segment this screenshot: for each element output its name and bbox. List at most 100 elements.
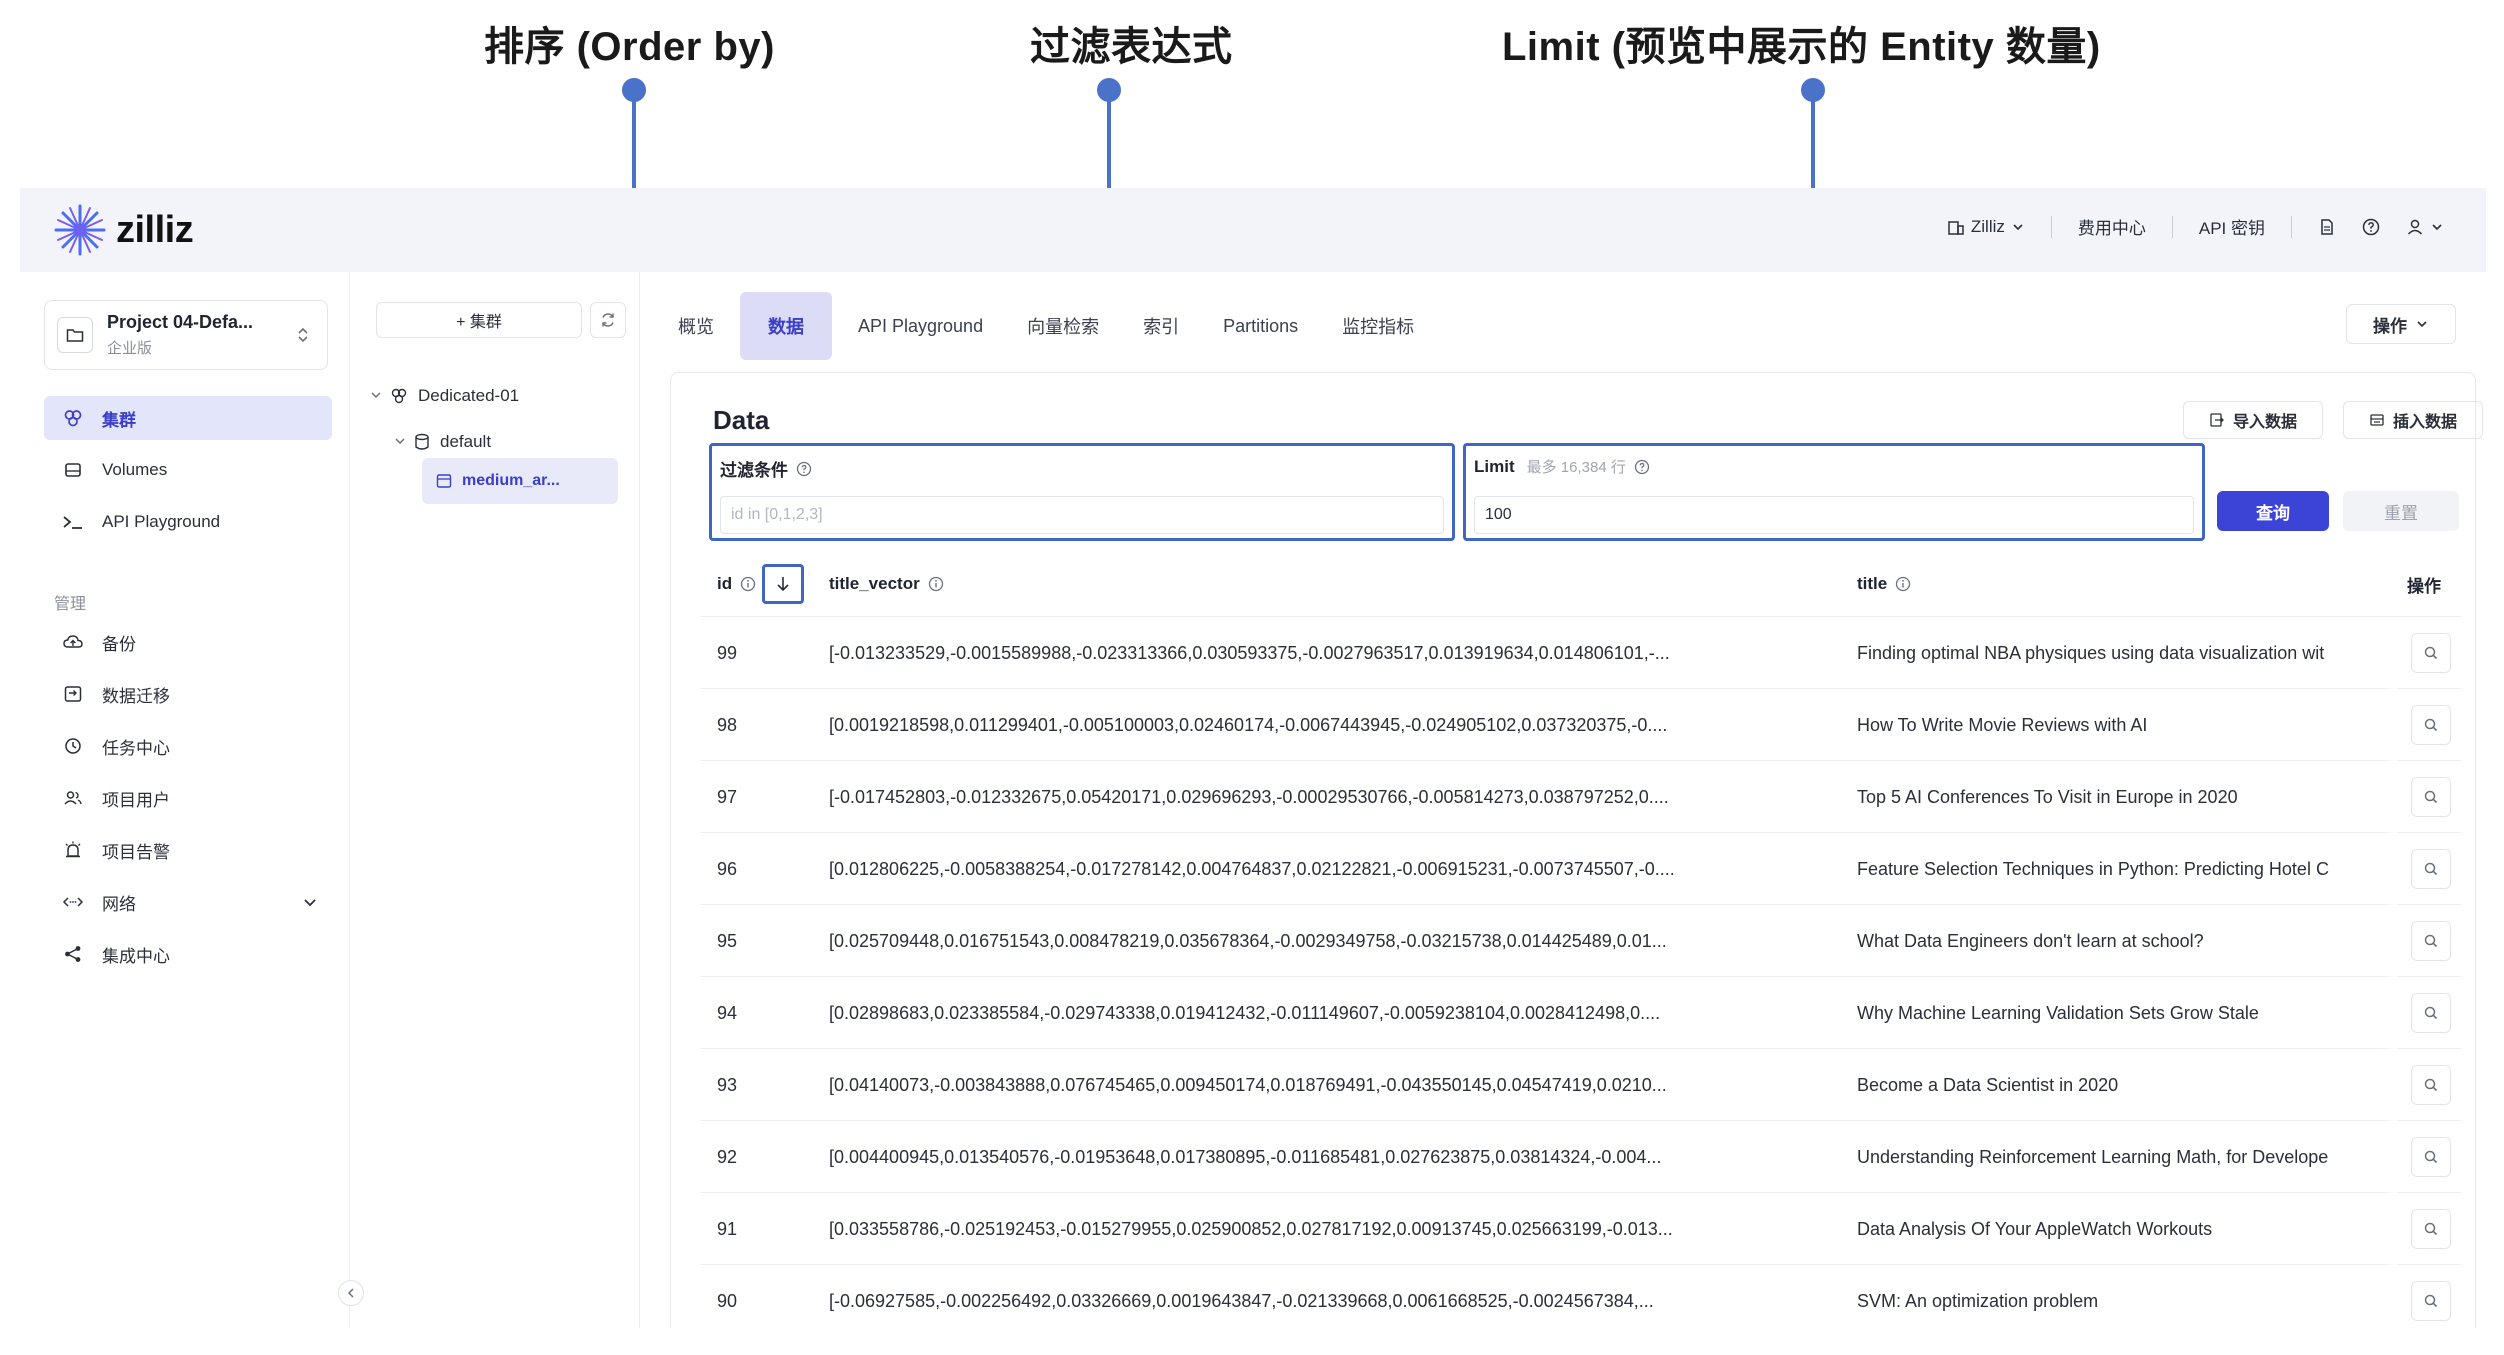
cell-title: Top 5 AI Conferences To Visit in Europe …: [1857, 786, 2238, 807]
filter-input[interactable]: [720, 496, 1444, 534]
cell-title-vector: [0.025709448,0.016751543,0.008478219,0.0…: [829, 930, 1667, 951]
refresh-button[interactable]: [590, 302, 626, 338]
view-entity-button[interactable]: [2411, 921, 2451, 961]
collapse-sidebar-button[interactable]: [338, 1280, 364, 1306]
user-menu[interactable]: [2406, 218, 2444, 236]
view-entity-button[interactable]: [2411, 1281, 2451, 1321]
column-header-id: id: [717, 551, 805, 617]
insert-data-button[interactable]: 插入数据: [2343, 401, 2483, 439]
resource-tree-panel: + 集群 Dedicated-01 default: [350, 272, 640, 1328]
view-entity-button[interactable]: [2411, 633, 2451, 673]
tab-data[interactable]: 数据: [740, 292, 832, 360]
table-row[interactable]: 96 [0.012806225,-0.0058388254,-0.0172781…: [701, 833, 2461, 905]
billing-link[interactable]: 费用中心: [2077, 219, 2146, 238]
tree-database-node[interactable]: default: [394, 432, 491, 452]
tree-cluster-node[interactable]: Dedicated-01: [370, 386, 519, 406]
project-switcher[interactable]: Project 04-Defa... 企业版: [44, 300, 328, 370]
sidebar-item-clusters[interactable]: 集群: [44, 396, 332, 440]
info-icon[interactable]: [1634, 459, 1650, 475]
tab-api-playground[interactable]: API Playground: [858, 315, 984, 336]
view-entity-button[interactable]: [2411, 705, 2451, 745]
limit-input[interactable]: [1474, 496, 2194, 534]
tree-database-label: default: [440, 432, 492, 451]
cell-title-vector: [0.04140073,-0.003843888,0.076745465,0.0…: [829, 1074, 1667, 1095]
view-entity-button[interactable]: [2411, 993, 2451, 1033]
sidebar-item-volumes[interactable]: Volumes: [44, 448, 332, 492]
sidebar-item-task-center[interactable]: 任务中心: [44, 724, 332, 768]
app-window: zilliz Zilliz 费用中心 API 密钥: [20, 188, 2486, 1328]
cell-id: 99: [717, 642, 738, 663]
sidebar-item-label: 项目告警: [102, 842, 170, 862]
share-icon: [60, 944, 86, 964]
table-row[interactable]: 95 [0.025709448,0.016751543,0.008478219,…: [701, 905, 2461, 977]
tab-monitoring[interactable]: 监控指标: [1342, 317, 1415, 337]
cell-title: Finding optimal NBA physiques using data…: [1857, 642, 2325, 663]
org-switcher[interactable]: Zilliz: [1947, 217, 2025, 237]
sidebar-item-api-playground[interactable]: API Playground: [44, 500, 332, 544]
arrow-down-icon: [777, 577, 789, 592]
filter-section: 过滤条件: [709, 443, 1455, 541]
tab-partitions[interactable]: Partitions: [1223, 315, 1299, 336]
project-plan: 企业版: [107, 340, 153, 357]
sidebar-item-network[interactable]: 网络: [44, 880, 332, 924]
search-icon: [2424, 790, 2438, 804]
sidebar-item-integrations[interactable]: 集成中心: [44, 932, 332, 976]
table-row[interactable]: 91 [0.033558786,-0.025192453,-0.01527995…: [701, 1193, 2461, 1265]
cell-fade: [2379, 905, 2397, 977]
cell-title-vector: [-0.06927585,-0.002256492,0.03326669,0.0…: [829, 1290, 1654, 1311]
table-row[interactable]: 94 [0.02898683,0.023385584,-0.029743338,…: [701, 977, 2461, 1049]
sidebar-item-label: 集群: [102, 410, 136, 430]
cell-fade: [2379, 1049, 2397, 1121]
add-cluster-button[interactable]: + 集群: [376, 302, 582, 338]
info-icon[interactable]: [740, 576, 756, 592]
table-row[interactable]: 90 [-0.06927585,-0.002256492,0.03326669,…: [701, 1265, 2461, 1328]
info-icon[interactable]: [796, 461, 812, 477]
cell-title-vector: [0.033558786,-0.025192453,-0.015279955,0…: [829, 1218, 1673, 1239]
view-entity-button[interactable]: [2411, 777, 2451, 817]
view-entity-button[interactable]: [2411, 1209, 2451, 1249]
sidebar-item-project-alerts[interactable]: 项目告警: [44, 828, 332, 872]
chevron-down-icon: [2011, 220, 2025, 234]
table-row[interactable]: 93 [0.04140073,-0.003843888,0.076745465,…: [701, 1049, 2461, 1121]
sidebar-item-migration[interactable]: 数据迁移: [44, 672, 332, 716]
cell-fade: [2379, 1265, 2397, 1328]
sidebar-item-project-users[interactable]: 项目用户: [44, 776, 332, 820]
cell-id: 98: [717, 714, 738, 735]
table-row[interactable]: 97 [-0.017452803,-0.012332675,0.05420171…: [701, 761, 2461, 833]
tab-vector-search[interactable]: 向量检索: [1027, 317, 1100, 337]
insert-data-label: 插入数据: [2392, 414, 2457, 431]
table-row[interactable]: 99 [-0.013233529,-0.0015589988,-0.023313…: [701, 617, 2461, 689]
cell-id: 95: [717, 930, 738, 951]
info-icon[interactable]: [928, 576, 944, 592]
operations-button[interactable]: 操作: [2346, 304, 2456, 344]
tree-collection-node[interactable]: medium_ar...: [422, 458, 618, 504]
chevron-down-icon: [370, 389, 382, 404]
zilliz-star-icon: [54, 204, 106, 256]
sidebar-item-label: 任务中心: [102, 738, 170, 758]
table-row[interactable]: 92 [0.004400945,0.013540576,-0.01953648,…: [701, 1121, 2461, 1193]
cell-title: What Data Engineers don't learn at schoo…: [1857, 930, 2204, 951]
api-key-link[interactable]: API 密钥: [2198, 219, 2265, 238]
org-name: Zilliz: [1970, 216, 2005, 236]
query-button[interactable]: 查询: [2217, 491, 2329, 531]
cell-title: Data Analysis Of Your AppleWatch Workout…: [1857, 1218, 2213, 1239]
cell-title-vector: [-0.017452803,-0.012332675,0.05420171,0.…: [829, 786, 1669, 807]
collection-tabs: 概览 数据 API Playground 向量检索 索引 Partitions …: [662, 292, 1430, 360]
import-data-button[interactable]: 导入数据: [2183, 401, 2323, 439]
reset-button[interactable]: 重置: [2343, 491, 2459, 531]
tab-overview[interactable]: 概览: [678, 317, 714, 337]
cell-fade: [2379, 689, 2397, 761]
info-icon[interactable]: [1895, 576, 1911, 592]
view-entity-button[interactable]: [2411, 1137, 2451, 1177]
help-button[interactable]: [2362, 218, 2380, 236]
sidebar-item-backup[interactable]: 备份: [44, 620, 332, 664]
search-icon: [2424, 862, 2438, 876]
tab-index[interactable]: 索引: [1143, 317, 1180, 337]
view-entity-button[interactable]: [2411, 849, 2451, 889]
docs-button[interactable]: [2318, 218, 2336, 236]
sort-button[interactable]: [762, 564, 805, 604]
view-entity-button[interactable]: [2411, 1065, 2451, 1105]
table-row[interactable]: 98 [0.0019218598,0.011299401,-0.00510000…: [701, 689, 2461, 761]
zilliz-logo[interactable]: zilliz: [52, 202, 194, 258]
alarm-icon: [60, 840, 86, 860]
